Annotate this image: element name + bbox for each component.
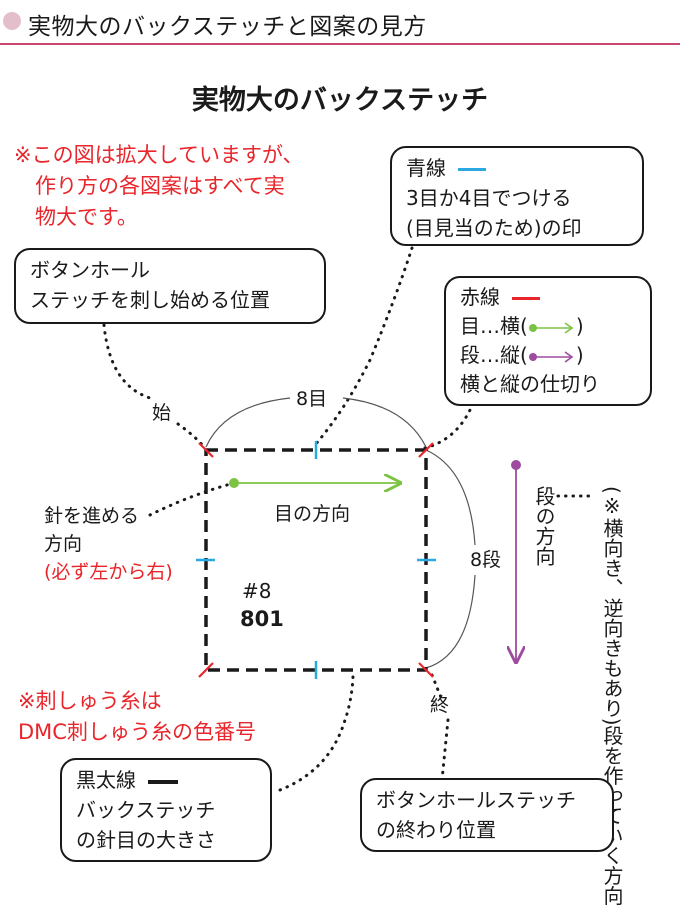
red-divider-br — [418, 662, 434, 678]
leader-needle — [148, 481, 236, 517]
page-title: 実物大のバックステッチ — [191, 85, 489, 116]
arc-8dan-top — [425, 449, 476, 546]
red-divider-tl — [198, 442, 214, 458]
header-bullet-icon — [3, 12, 21, 30]
label-end: 終 — [430, 694, 450, 716]
label-8me: 8目 — [296, 388, 328, 410]
note-dmc: ※刺しゅう糸は DMC刺しゅう糸の色番号 — [18, 689, 256, 744]
red-divider-bl — [198, 662, 214, 678]
red-divider-tr — [418, 442, 434, 458]
label-8dan: 8段 — [470, 549, 502, 571]
purple-arrow-icon — [528, 350, 574, 363]
header-divider — [0, 43, 680, 45]
label-dan-direction: 段の方向 — [532, 486, 556, 566]
blue-line-swatch-icon — [458, 168, 486, 171]
leader-end — [430, 673, 444, 702]
label-needle-direction: 針を進める 方向 (必ず左から右) — [44, 505, 173, 583]
stitch-diagram — [102, 246, 594, 792]
leader-end-2 — [440, 718, 450, 782]
thread-number: 801 — [240, 607, 284, 631]
callout-blue-line: 青線 3目か4目でつける (目見当のため)の印 — [390, 146, 644, 246]
red-line-swatch-icon — [512, 297, 540, 300]
header-title: 実物大のバックステッチと図案の見方 — [28, 14, 427, 40]
green-arrow-icon — [528, 321, 574, 334]
label-start: 始 — [152, 402, 172, 424]
callout-end-position: ボタンホールステッチ の終わり位置 — [360, 778, 614, 852]
arc-8dan-bottom — [425, 574, 476, 669]
callout-start-position: ボタンホール ステッチを刺し始める位置 — [14, 248, 326, 324]
note-scale: ※この図は拡大していますが、 作り方の各図案はすべて実 物大です。 — [14, 143, 304, 229]
arc-8me-right — [342, 397, 427, 448]
arc-8me-left — [205, 397, 291, 448]
leader-start — [102, 323, 152, 400]
callout-red-line: 赤線 目…横() 段…縦() 横と縦の仕切り — [444, 276, 652, 406]
callout-black-line: 黒太線 バックステッチ の針目の大きさ — [60, 758, 272, 862]
label-me-direction: 目の方向 — [274, 503, 351, 525]
leader-red — [423, 408, 472, 450]
leader-black — [278, 674, 355, 792]
leader-blue — [313, 246, 414, 447]
black-line-swatch-icon — [148, 779, 178, 784]
section-header: 実物大のバックステッチと図案の見方 — [0, 0, 680, 46]
thread-hash: #8 — [242, 579, 272, 603]
